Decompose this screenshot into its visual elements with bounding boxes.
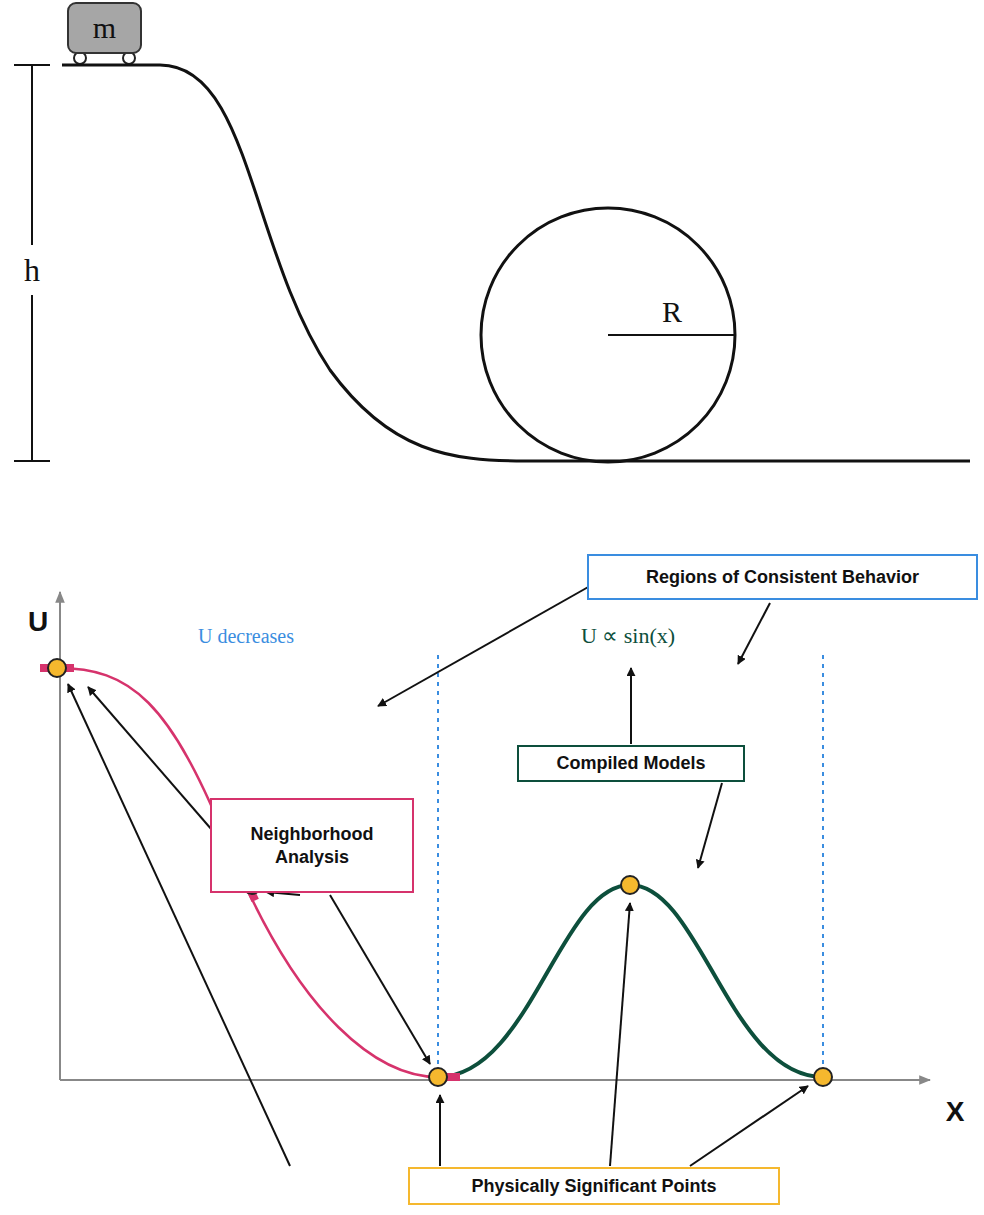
concept-box: Neighborhood Analysis	[210, 798, 414, 893]
concept-box: Physically Significant Points	[408, 1167, 780, 1205]
radius-line	[608, 334, 735, 336]
box-text: Neighborhood Analysis	[232, 823, 392, 868]
box-text: Compiled Models	[556, 752, 705, 775]
dimension-label: h	[21, 250, 43, 291]
decreasing-curve	[57, 668, 438, 1077]
significant-point	[48, 659, 832, 1086]
leader-arrows	[68, 586, 808, 1166]
box-text: Physically Significant Points	[471, 1175, 716, 1198]
region-label: U ∝ sin(x)	[581, 623, 675, 649]
concept-box: Compiled Models	[517, 745, 745, 782]
sine-curve	[438, 885, 823, 1077]
neighborhood-mark	[40, 664, 460, 1081]
concept-box: Regions of Consistent Behavior	[587, 554, 978, 600]
box-text: Regions of Consistent Behavior	[646, 566, 919, 589]
box-text: m	[93, 9, 116, 47]
height-dimension	[14, 65, 50, 461]
dimension-label: R	[662, 295, 682, 329]
track	[62, 65, 970, 461]
axes	[60, 592, 930, 1080]
loop	[481, 208, 735, 462]
region-label: U decreases	[198, 625, 294, 648]
axis-label: X	[946, 1096, 965, 1128]
region-separator	[438, 655, 823, 1078]
axis-label: U	[28, 606, 48, 638]
cart-box: m	[67, 2, 142, 54]
